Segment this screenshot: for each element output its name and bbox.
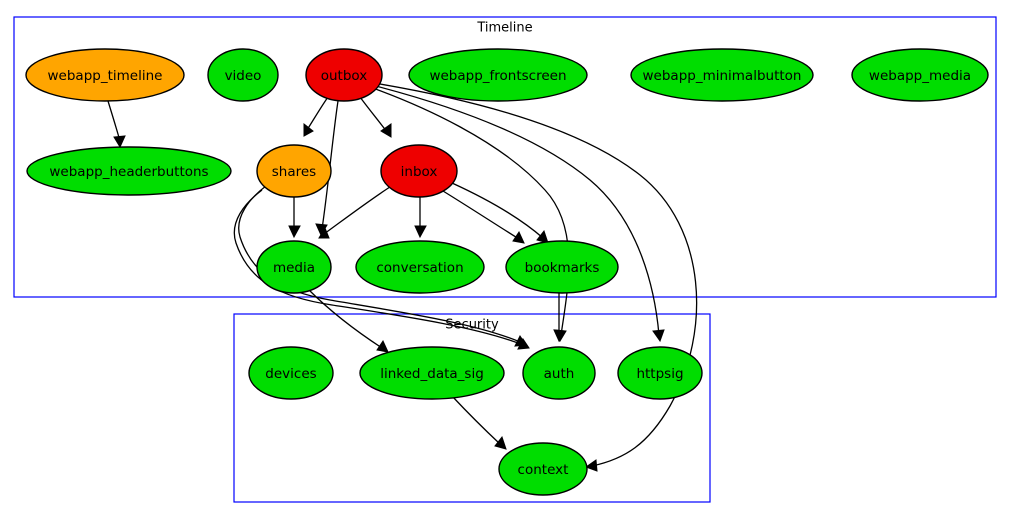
cluster-border-security: [233, 313, 711, 503]
arrowhead-icon: [536, 229, 549, 244]
edge-line: [373, 82, 698, 467]
edge-line: [233, 189, 524, 346]
node-shape-inbox[interactable]: [380, 144, 458, 198]
node-shape-devices[interactable]: [248, 346, 334, 400]
node-shape-linked_data_sig[interactable]: [359, 346, 505, 400]
node-shares[interactable]: shares: [256, 144, 332, 198]
cluster-label-timeline: Timeline: [476, 21, 532, 36]
edge-line: [442, 190, 520, 240]
arrowhead-icon: [318, 226, 330, 239]
edge-line: [451, 395, 501, 445]
arrowhead-icon: [512, 230, 525, 244]
node-context[interactable]: context: [498, 442, 588, 496]
edge-line: [323, 184, 394, 235]
node-shape-bookmarks[interactable]: [505, 240, 619, 294]
node-shape-outbox[interactable]: [305, 48, 383, 102]
arrowhead-icon: [584, 459, 598, 472]
node-shape-webapp_frontscreen[interactable]: [408, 48, 588, 102]
edge-outbox-to-httpsig: [371, 84, 665, 343]
node-shape-shares[interactable]: [256, 144, 332, 198]
node-auth[interactable]: auth: [522, 346, 596, 400]
node-webapp_timeline[interactable]: webapp_timeline: [25, 48, 185, 102]
edge-inbox-to-conversation: [414, 197, 427, 239]
node-devices[interactable]: devices: [248, 346, 334, 400]
node-httpsig[interactable]: httpsig: [617, 346, 703, 400]
node-inbox[interactable]: inbox: [380, 144, 458, 198]
edge-inbox-to-bookmarks2: [451, 182, 549, 244]
node-outbox[interactable]: outbox: [305, 48, 383, 102]
edge-inbox-to-bookmarks: [442, 190, 525, 244]
arrowhead-icon: [113, 135, 126, 149]
arrowhead-icon: [288, 225, 301, 239]
node-shape-auth[interactable]: [522, 346, 596, 400]
node-layer: webapp_timeline video outbox webapp_frontsc…: [25, 48, 989, 496]
edge-outbox-to-shares: [303, 96, 329, 137]
node-webapp_headerbuttons[interactable]: webapp_headerbuttons: [26, 146, 232, 196]
edge-line: [369, 86, 570, 336]
node-video[interactable]: video: [207, 48, 279, 102]
edge-outbox-to-auth: [369, 86, 570, 343]
node-media[interactable]: media: [256, 240, 332, 294]
edge-shares-to-media: [288, 197, 301, 239]
node-webapp_minimalbutton[interactable]: webapp_minimalbutton: [630, 48, 814, 102]
edge-line: [451, 182, 544, 239]
node-bookmarks[interactable]: bookmarks: [505, 240, 619, 294]
node-shape-video[interactable]: [207, 48, 279, 102]
node-shape-context[interactable]: [498, 442, 588, 496]
node-shape-conversation[interactable]: [355, 240, 485, 294]
node-shape-webapp_timeline[interactable]: [25, 48, 185, 102]
arrowhead-icon: [380, 123, 392, 138]
node-shape-webapp_headerbuttons[interactable]: [26, 146, 232, 196]
edge-line: [308, 289, 383, 349]
edge-line: [371, 84, 660, 336]
cluster-border-timeline: [13, 16, 997, 298]
node-shape-webapp_media[interactable]: [851, 48, 989, 102]
arrowhead-icon: [517, 338, 530, 350]
cluster-timeline: Timeline: [13, 16, 997, 298]
arrowhead-icon: [494, 435, 507, 450]
cluster-security: Security: [233, 313, 711, 503]
edge-media-to-linked_data_sig: [308, 289, 389, 353]
arrowhead-icon: [553, 329, 566, 343]
cluster-label-security: Security: [445, 318, 499, 333]
edge-line: [321, 100, 339, 230]
edge-outbox-to-inbox: [359, 96, 392, 138]
edge-bookmarks-to-auth: [553, 293, 566, 343]
node-webapp_media[interactable]: webapp_media: [851, 48, 989, 102]
edge-line: [107, 100, 121, 142]
node-linked_data_sig[interactable]: linked_data_sig: [359, 346, 505, 400]
node-shape-media[interactable]: [256, 240, 332, 294]
edge-shares-to-auth2: [233, 189, 530, 350]
node-shape-webapp_minimalbutton[interactable]: [630, 48, 814, 102]
edge-line: [359, 96, 388, 133]
arrowhead-icon: [376, 339, 389, 353]
arrowhead-icon: [652, 329, 665, 343]
node-webapp_frontscreen[interactable]: webapp_frontscreen: [408, 48, 588, 102]
arrowhead-icon: [303, 122, 314, 137]
edge-linked_data_sig-to-context: [451, 395, 507, 450]
edge-outbox-to-context: [373, 82, 698, 472]
edge-inbox-to-media: [318, 184, 394, 239]
arrowhead-icon: [414, 225, 427, 239]
edge-line: [306, 96, 329, 131]
node-shape-httpsig[interactable]: [617, 346, 703, 400]
edge-webapp_timeline-to-webapp_headerbuttons: [107, 100, 126, 149]
node-conversation[interactable]: conversation: [355, 240, 485, 294]
